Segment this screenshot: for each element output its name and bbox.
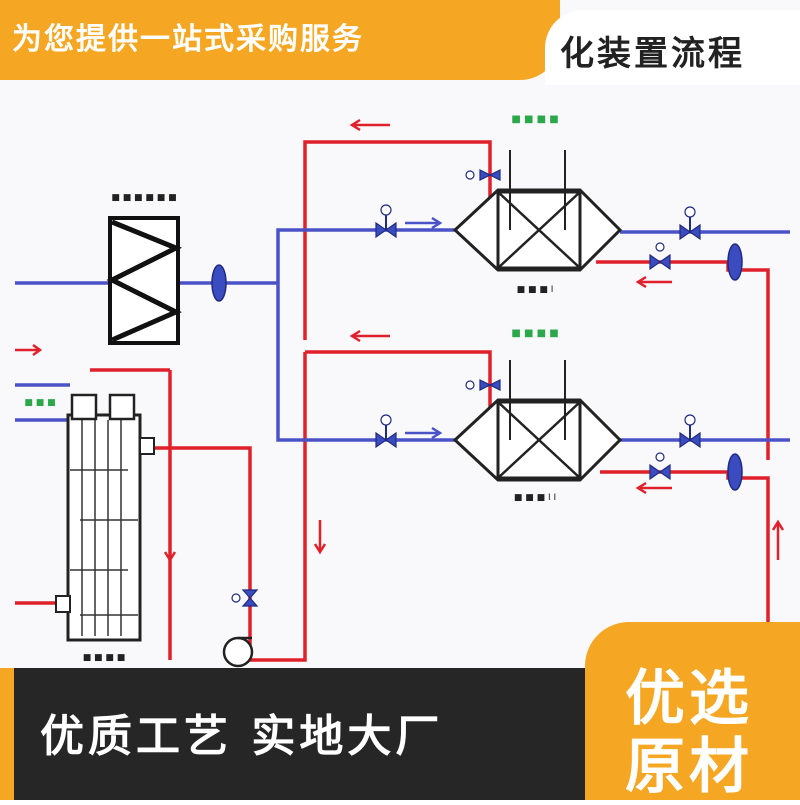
inline-vessel-icon [211, 264, 227, 302]
valve-icon [375, 414, 397, 449]
pump-icon [222, 636, 254, 668]
adsorber-upper: ■ ■ ■ ■ ■ ■ ■ I [452, 114, 623, 295]
top-banner [0, 0, 560, 80]
green-label-icon: ■ ■ ■ ■ [511, 328, 558, 339]
bottom-slogan-bar [0, 668, 640, 800]
heat-exchanger: ■ ■ ■ ■ ■ ■ ■ [24, 393, 155, 663]
diagram-title-card [545, 10, 800, 85]
outlet-vessel-icon [727, 243, 743, 281]
exchanger-inlet [70, 393, 98, 421]
hot-pipe-outlet-upper [596, 260, 770, 460]
valve-icon [679, 206, 701, 241]
exchanger-caption: ■ ■ ■ ■ [83, 653, 126, 663]
arrow-right-icon [15, 343, 43, 357]
adsorber-lower: ■ ■ ■ ■ ■ ■ ■ I I [452, 328, 623, 503]
filter-housing [108, 216, 180, 345]
filter-zigzag-icon [106, 219, 183, 343]
valve-icon [649, 242, 671, 271]
filter-caption: ■ ■ ■ ■ ■ ■ [111, 193, 176, 203]
exchanger-body [66, 413, 142, 642]
exchanger-port [55, 595, 71, 613]
hot-pipe-outlet-lower [600, 470, 770, 640]
outlet-vessel-icon [727, 453, 743, 491]
arrow-left-icon [349, 329, 390, 343]
valve-icon [679, 414, 701, 449]
adsorber-caption: ■ ■ ■ I [517, 285, 554, 295]
bottom-slogan-text: 优质工艺 实地大厂 [40, 711, 444, 762]
arrow-up-icon [771, 519, 785, 560]
flow-arrows [15, 118, 785, 563]
badge-text-line1: 优选 [625, 664, 753, 734]
valve-icon [231, 589, 259, 607]
valves [231, 169, 701, 607]
arrow-left-icon [635, 481, 672, 495]
filter-unit: ■ ■ ■ ■ ■ ■ [106, 193, 183, 345]
arrow-right-icon [405, 216, 443, 230]
hot-pipe-top [303, 140, 492, 340]
green-label-icon: ■ ■ ■ ■ [511, 114, 558, 125]
arrow-left-icon [635, 275, 672, 289]
badge-text-line2: 原材 [625, 732, 753, 802]
valve-icon [375, 204, 397, 239]
valve-icon [649, 452, 671, 481]
arrow-down-icon [313, 520, 327, 555]
arrow-left-icon [349, 118, 390, 132]
arrow-right-icon [405, 426, 443, 440]
adsorber-caption: ■ ■ ■ I I [514, 493, 556, 503]
valve-icon [465, 169, 501, 181]
corner-badge [585, 622, 800, 800]
valve-icon [465, 379, 501, 391]
exchanger-inlet [108, 393, 136, 421]
arrow-down-icon [163, 530, 177, 563]
bottom-accent-strip [0, 668, 14, 800]
exchanger-port [139, 437, 155, 455]
green-label-icon: ■ ■ ■ [24, 398, 55, 408]
diagram-title: 化装置流程 [560, 34, 745, 74]
top-banner-text: 为您提供一站式采购服务 [12, 22, 364, 57]
hot-pipe-middle [305, 350, 492, 410]
